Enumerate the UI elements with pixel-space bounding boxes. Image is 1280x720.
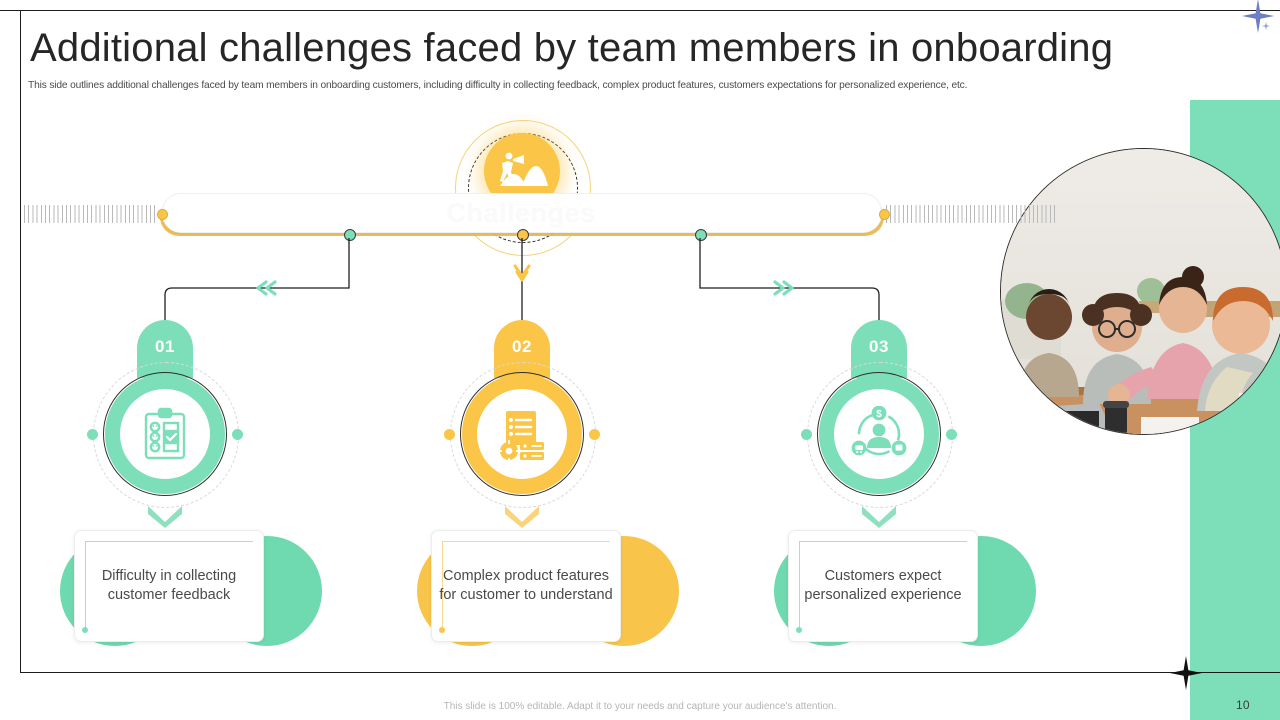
survey-clipboard-icon <box>137 406 193 462</box>
svg-text:$: $ <box>876 409 882 420</box>
challenge-text-1: Difficulty in collecting customer feedba… <box>101 568 237 603</box>
item-icon-circle-2[interactable] <box>442 354 602 514</box>
down-chevron-2 <box>503 502 541 528</box>
icon-ring-1 <box>103 372 227 496</box>
challenge-card-3[interactable]: Customers expect personalized experience <box>788 530 978 642</box>
card-accent-dot-1 <box>82 627 88 633</box>
rail-dot-1 <box>344 229 356 241</box>
challenge-text-3: Customers expect personalized experience <box>804 568 962 603</box>
item-icon-circle-3[interactable]: $ <box>799 354 959 514</box>
banner-cap-right <box>879 209 890 220</box>
challenge-text-2: Complex product features for customer to… <box>439 568 613 603</box>
down-chevron-1 <box>146 502 184 528</box>
arc-dot-right-2 <box>589 429 600 440</box>
card-accent-dot-2 <box>439 627 445 633</box>
item-number-3: 03 <box>869 337 889 356</box>
sparkle-icon-top-right <box>1240 0 1276 34</box>
card-accent-dot-3 <box>796 627 802 633</box>
banner-label: Challenges <box>446 198 596 228</box>
icon-ring-2 <box>460 372 584 496</box>
item-icon-circle-1[interactable] <box>85 354 245 514</box>
customer-personalization-icon: $ <box>851 405 907 462</box>
hatch-strip-right <box>886 205 1056 223</box>
challenge-card-2[interactable]: Complex product features for customer to… <box>431 530 621 642</box>
arc-dot-left-2 <box>444 429 455 440</box>
footer-note: This slide is 100% editable. Adapt it to… <box>443 701 837 712</box>
down-chevron-3 <box>860 502 898 528</box>
card-accent-2 <box>442 541 610 631</box>
item-number-1: 01 <box>155 337 175 356</box>
card-accent-3 <box>799 541 967 631</box>
icon-ring-3 <box>817 372 941 496</box>
card-accent-1 <box>85 541 253 631</box>
arc-dot-left-1 <box>87 429 98 440</box>
item-number-2: 02 <box>512 337 532 356</box>
mountain-flag-icon <box>496 146 548 196</box>
arc-dot-left-3 <box>801 429 812 440</box>
product-document-settings-icon <box>494 406 550 462</box>
arc-dot-right-1 <box>232 429 243 440</box>
rail-dot-3 <box>695 229 707 241</box>
frame-line-top <box>0 10 1280 11</box>
page-title: Additional challenges faced by team memb… <box>30 26 1114 70</box>
rail-dot-2 <box>517 229 529 241</box>
arc-dot-right-3 <box>946 429 957 440</box>
page-subtitle: This side outlines additional challenges… <box>28 80 968 91</box>
frame-line-bottom <box>20 672 1280 673</box>
team-collaboration-photo <box>1000 148 1280 435</box>
frame-line-left <box>20 10 21 673</box>
hub-outer-ring <box>455 120 591 256</box>
challenge-card-1[interactable]: Difficulty in collecting customer feedba… <box>74 530 264 642</box>
hatch-strip-left <box>24 205 158 223</box>
banner-cap-left <box>157 209 168 220</box>
page-number: 10 <box>1236 698 1250 712</box>
